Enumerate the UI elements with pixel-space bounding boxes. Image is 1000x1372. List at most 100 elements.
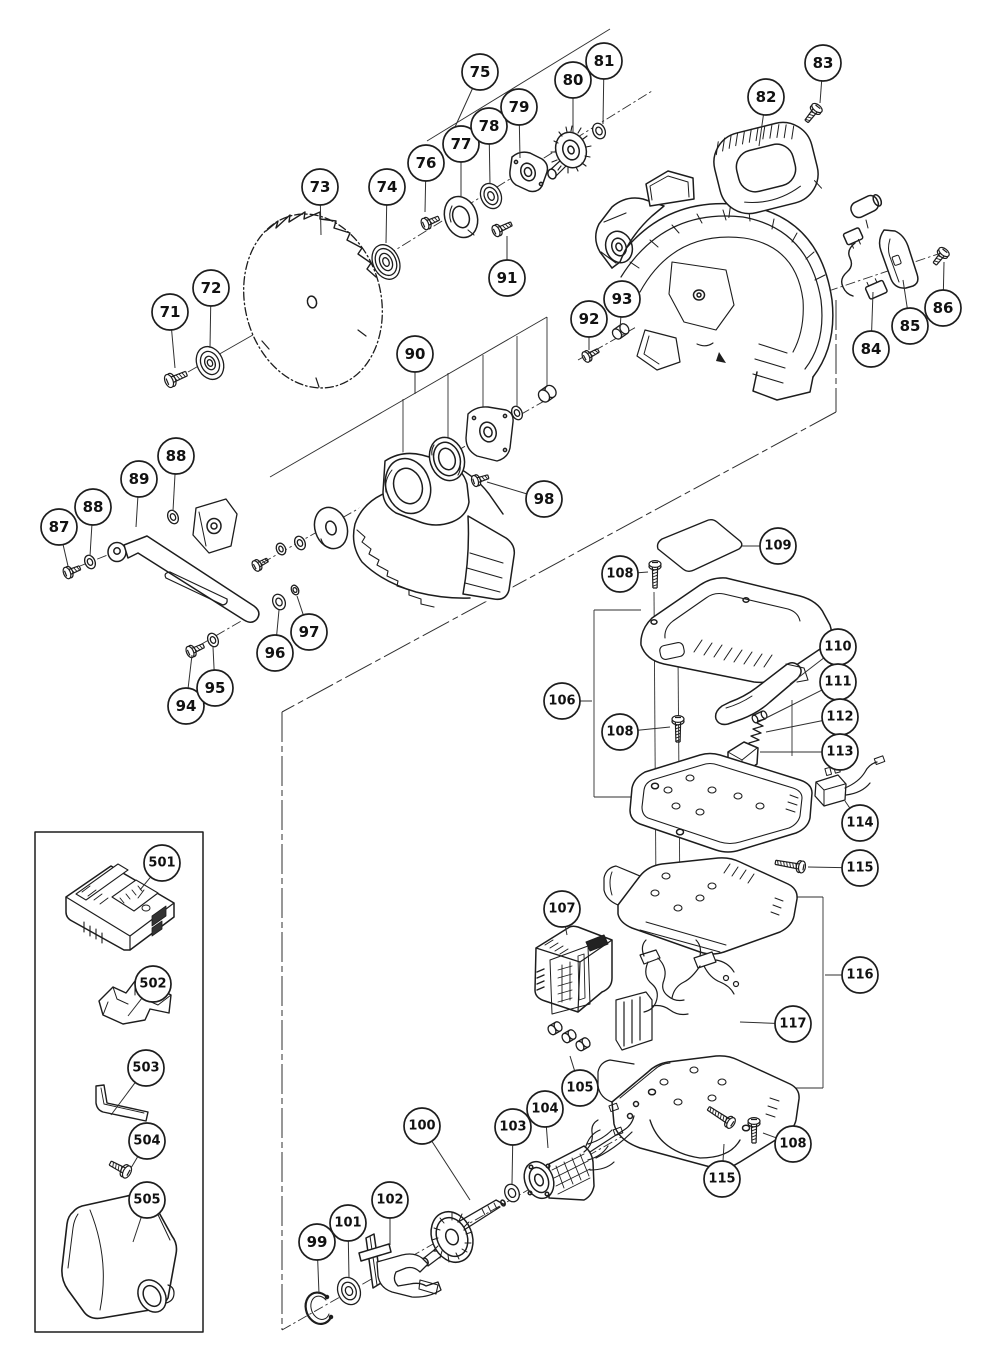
balloon-number: 102 bbox=[376, 1193, 403, 1208]
balloon-number: 504 bbox=[133, 1134, 160, 1149]
balloon-73: 73 bbox=[301, 168, 339, 236]
balloon-number: 87 bbox=[49, 518, 70, 536]
balloon-100: 100 bbox=[403, 1107, 471, 1201]
balloon-101: 101 bbox=[329, 1204, 367, 1279]
balloon-number: 105 bbox=[566, 1081, 593, 1096]
leader-line bbox=[110, 1082, 136, 1116]
leader-line bbox=[319, 204, 322, 236]
leader-line bbox=[511, 1144, 514, 1185]
balloon-number: 86 bbox=[933, 299, 954, 317]
balloon-number: 78 bbox=[479, 117, 500, 135]
screw bbox=[671, 714, 685, 743]
bevel-gear bbox=[547, 125, 592, 180]
balloon-111: 111 bbox=[763, 663, 857, 720]
screw bbox=[774, 859, 807, 874]
balloon-number: 98 bbox=[534, 490, 555, 508]
balloon-number: 112 bbox=[826, 710, 853, 725]
balloon-number: 72 bbox=[201, 279, 222, 297]
leader-line bbox=[209, 305, 212, 349]
cylinder-part bbox=[611, 323, 630, 340]
balloon-number: 108 bbox=[606, 567, 633, 582]
wire-harness-84 bbox=[840, 227, 888, 300]
balloon-circle bbox=[40, 508, 78, 546]
top-cover bbox=[640, 577, 833, 684]
balloon-circle bbox=[924, 289, 962, 327]
leader-line bbox=[488, 143, 491, 185]
balloon-circle bbox=[500, 88, 538, 126]
leader-line bbox=[486, 481, 527, 495]
balloon-circle bbox=[120, 460, 158, 498]
screw bbox=[804, 102, 823, 124]
balloon-circle bbox=[703, 1160, 741, 1198]
depth-lever bbox=[107, 535, 260, 623]
balloon-number: 92 bbox=[579, 310, 600, 328]
battery-pack bbox=[534, 925, 613, 1015]
balloon-number: 93 bbox=[612, 290, 633, 308]
cylinder-part bbox=[561, 1029, 577, 1044]
construction-line bbox=[269, 316, 548, 478]
screw bbox=[62, 565, 82, 580]
balloon-circle bbox=[494, 1108, 532, 1146]
balloon-number: 117 bbox=[779, 1017, 806, 1032]
balloon-circle bbox=[585, 42, 623, 80]
balloon-circle bbox=[371, 1181, 409, 1219]
leader-line bbox=[276, 609, 280, 636]
lower-guard bbox=[349, 451, 519, 608]
balloon-number: 85 bbox=[900, 317, 921, 335]
balloon-number: 104 bbox=[531, 1102, 558, 1117]
label-109 bbox=[656, 519, 743, 572]
balloon-circle bbox=[461, 53, 499, 91]
washer bbox=[336, 1276, 362, 1306]
rubber-grommet bbox=[428, 436, 466, 482]
balloon-circle bbox=[747, 78, 785, 116]
leader-line bbox=[135, 496, 139, 528]
balloon-circle bbox=[570, 300, 608, 338]
balloon-number: 74 bbox=[377, 178, 398, 196]
leader-line bbox=[172, 473, 176, 512]
balloon-circle bbox=[151, 293, 189, 331]
balloon-circle bbox=[192, 269, 230, 307]
balloon-circle bbox=[821, 733, 859, 771]
balloon-number: 108 bbox=[606, 725, 633, 740]
screw bbox=[163, 370, 188, 389]
balloon-94: 94 bbox=[167, 654, 205, 725]
balloon-circle bbox=[525, 480, 563, 518]
balloon-number: 73 bbox=[310, 178, 331, 196]
balloon-93: 93 bbox=[603, 280, 641, 331]
construction-line bbox=[199, 612, 256, 646]
balloon-circle bbox=[157, 437, 195, 475]
balloon-number: 71 bbox=[160, 303, 181, 321]
balloon-circle bbox=[128, 1122, 166, 1160]
leader-line bbox=[139, 876, 152, 891]
spindle-plate bbox=[509, 151, 549, 193]
balloon-circle bbox=[488, 259, 526, 297]
cylinder-part bbox=[575, 1037, 591, 1052]
balloon-circle bbox=[143, 844, 181, 882]
leader-line bbox=[637, 571, 649, 574]
balloon-95: 95 bbox=[196, 646, 234, 707]
balloon-circle bbox=[526, 1090, 564, 1128]
leader-line bbox=[722, 1143, 725, 1162]
balloon-501: 501 bbox=[139, 844, 181, 891]
balloon-circle bbox=[841, 849, 879, 887]
balloon-number: 77 bbox=[451, 135, 472, 153]
balloon-circle bbox=[74, 488, 112, 526]
balloon-circle bbox=[543, 890, 581, 928]
leader-line bbox=[431, 1140, 471, 1201]
leader-line bbox=[569, 1055, 576, 1071]
balloon-504: 504 bbox=[128, 1122, 166, 1169]
balloon-88: 88 bbox=[74, 488, 112, 557]
balloon-number: 110 bbox=[824, 640, 851, 655]
leader-line bbox=[789, 657, 825, 685]
leader-line bbox=[807, 866, 843, 869]
balloon-number: 111 bbox=[824, 675, 851, 690]
balloon-96: 96 bbox=[256, 609, 294, 672]
balloon-82: 82 bbox=[747, 78, 785, 147]
balloon-79: 79 bbox=[500, 88, 538, 159]
balloon-number: 94 bbox=[176, 697, 197, 715]
washer bbox=[83, 554, 97, 570]
washer bbox=[275, 542, 287, 556]
leader-line bbox=[127, 997, 143, 1017]
balloon-109: 109 bbox=[742, 527, 797, 565]
balloon-number: 76 bbox=[416, 154, 437, 172]
